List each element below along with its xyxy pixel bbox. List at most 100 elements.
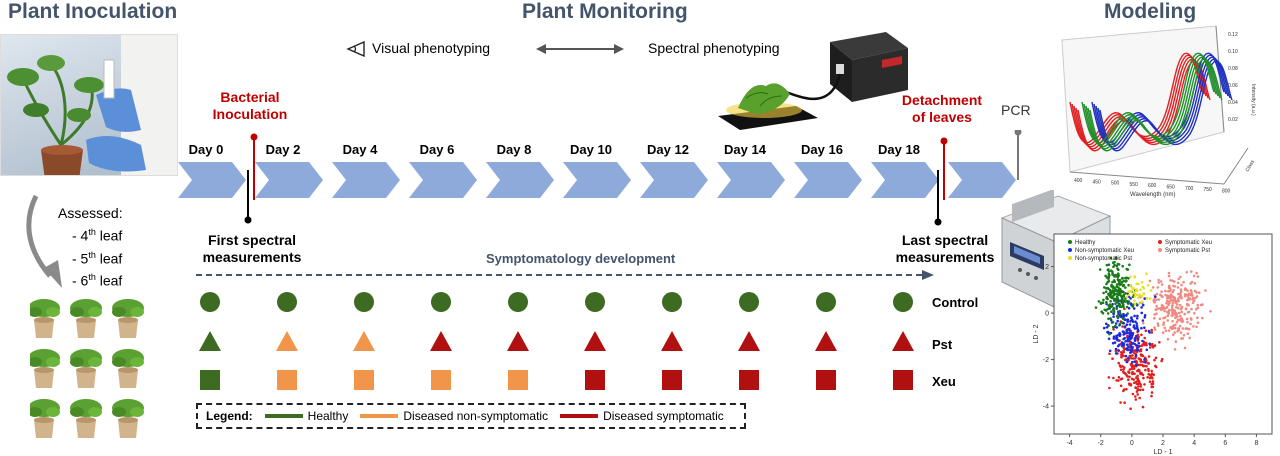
spectra-series-line [1085,56,1219,148]
lda-point [1136,347,1139,350]
lda-point [1116,272,1120,275]
lda-point [1172,284,1175,288]
lda-x-tick-label: -4 [1066,440,1072,447]
lda-point [1103,308,1106,312]
lda-point [1167,329,1171,332]
lda-point [1126,320,1129,323]
lda-point [1204,289,1207,292]
lda-point [1178,303,1182,307]
potted-plant [112,349,144,388]
lda-point [1105,287,1108,290]
lda-point [1169,287,1172,290]
lda-point [1119,290,1123,293]
lda-point [1130,377,1134,381]
lda-point [1140,333,1143,337]
lda-point [1116,338,1119,342]
lda-point [1189,289,1193,292]
lda-point [1157,278,1160,282]
row-label-xeu: Xeu [932,374,956,389]
lda-point [1118,322,1122,326]
lda-point [1115,336,1119,340]
lda-point [1135,293,1139,297]
lda-point [1123,401,1126,404]
lda-point [1121,330,1125,333]
lda-point [1135,361,1138,365]
lda-ylabel: LD - 2 [1033,324,1040,343]
lda-point [1161,331,1165,334]
spectra-series-line [1089,60,1223,152]
lda-point [1135,390,1139,393]
lda-point [1148,342,1151,345]
lda-point [1104,322,1108,326]
lda-point [1185,271,1188,274]
lda-point [1179,314,1182,318]
pst-triangle-marker [738,331,760,351]
lda-point [1136,337,1140,341]
lda-point [1106,312,1110,315]
lda-point [1132,357,1135,360]
lda-point [1179,331,1183,334]
lda-point [1099,302,1103,305]
lda-point [1147,329,1151,333]
lda-point [1132,365,1136,368]
lda-point [1139,388,1142,392]
lda-point [1127,293,1131,297]
lda-point [1145,348,1149,352]
lda-point [1190,270,1193,273]
spectra-ylabel: Intensity (a.u.) [1250,84,1256,116]
lda-point [1137,380,1141,384]
lda-point [1146,361,1150,365]
spectra-x-axis [1069,171,1225,185]
lda-point [1190,318,1193,321]
xeu-square-marker [431,370,451,390]
lda-point [1133,295,1137,298]
lda-point [1177,292,1180,296]
lda-point [1177,311,1181,315]
lda-point [1164,329,1168,332]
lda-point [1119,315,1123,318]
lda-point [1132,307,1136,310]
lda-point [1152,373,1155,376]
lda-point [1139,363,1142,367]
lda-point [1143,336,1146,340]
lda-point [1156,324,1160,327]
spectra-z-tick: 0.02 [1228,117,1238,123]
lda-point [1148,297,1152,300]
lda-point [1195,307,1198,311]
lda-point [1114,352,1118,355]
lda-point [1144,329,1148,332]
lda-point [1135,289,1138,292]
section-title-modeling: Modeling [1104,0,1197,23]
lda-point [1166,319,1169,322]
lda-point [1169,326,1172,329]
lda-point [1162,321,1166,324]
lda-point [1162,323,1165,326]
spectrometer-illustration [718,32,908,130]
lda-point [1209,310,1212,313]
lda-point [1154,356,1158,360]
lda-point [1170,306,1174,310]
lda-point [1124,276,1127,280]
lda-point [1120,298,1124,301]
lda-point [1143,364,1146,368]
inoculation-photo [0,34,178,195]
spectra-zlabel: Class [1245,159,1257,173]
assessed-leaf-4: - 4th leaf [72,227,123,244]
day-label: Day 16 [801,142,843,157]
lda-point [1191,296,1195,300]
lda-point [1141,343,1144,346]
lda-point [1180,306,1183,310]
symptomatology-arrow [196,270,934,280]
lda-point [1111,273,1114,276]
lda-point [1143,314,1147,317]
lda-point [1201,303,1204,306]
lda-point [1180,310,1183,314]
lda-point [1121,325,1124,328]
lda-point [1171,301,1175,305]
lda-legend-label: Healthy [1075,240,1095,246]
lda-point [1131,360,1134,364]
lda-point [1127,283,1130,287]
lda-point [1134,320,1137,323]
pst-triangle-marker [661,331,683,351]
